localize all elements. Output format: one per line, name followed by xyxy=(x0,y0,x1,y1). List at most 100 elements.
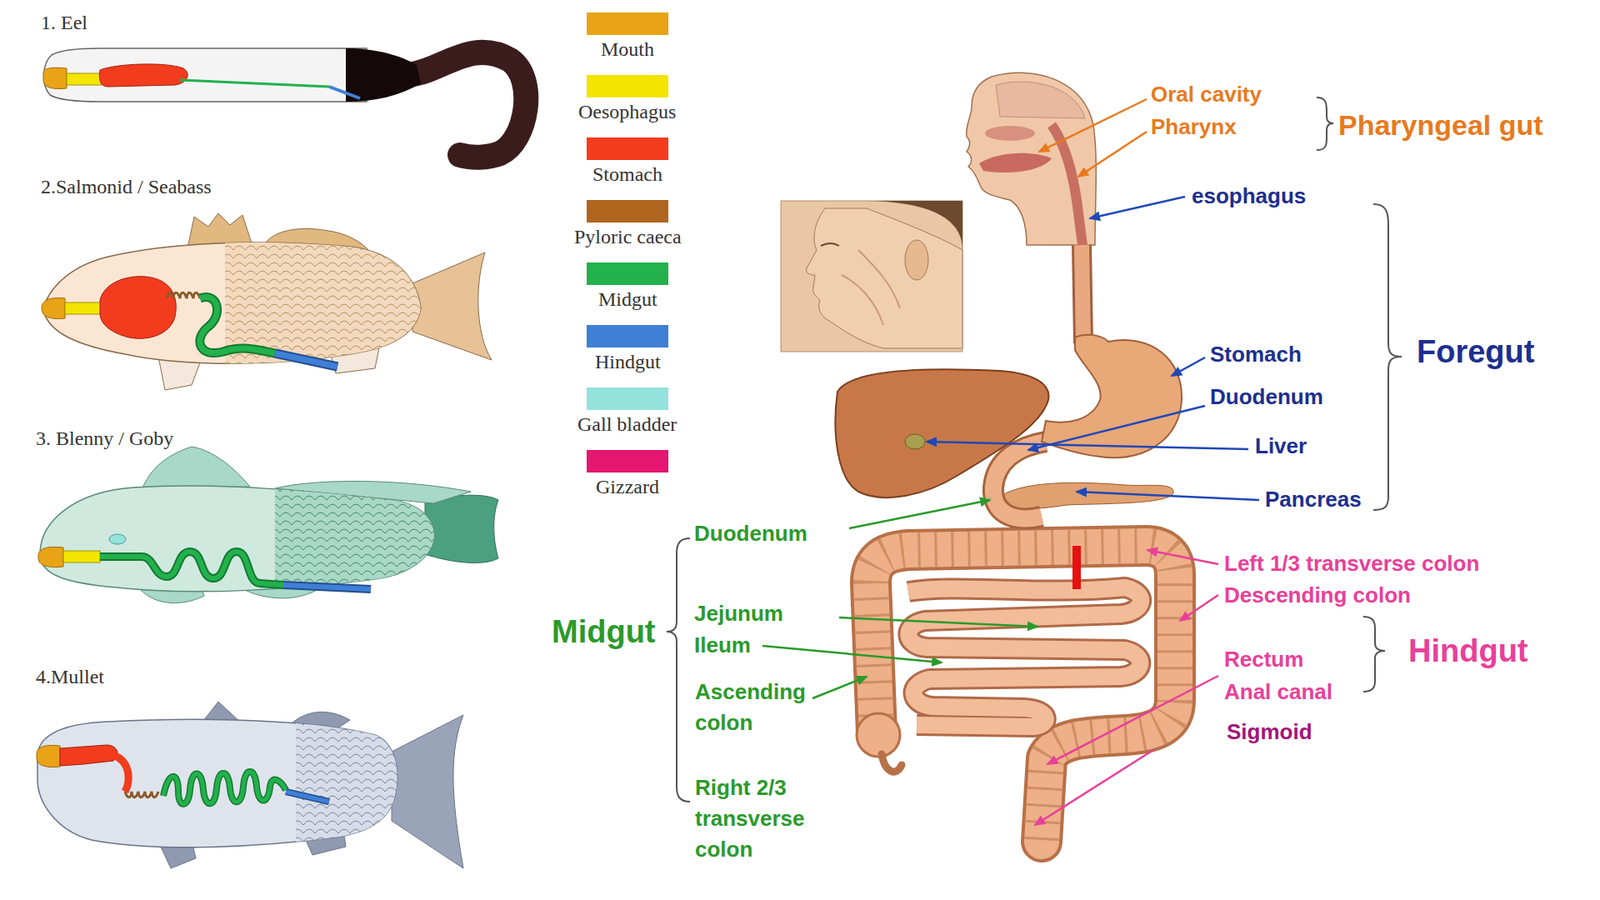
part-label: Liver xyxy=(1255,433,1307,460)
goby-figure xyxy=(109,534,126,545)
face-inset xyxy=(780,200,963,352)
legend-swatch xyxy=(586,137,669,160)
face-inset xyxy=(780,200,963,352)
face-inset xyxy=(905,240,929,280)
eel-figure xyxy=(329,86,360,99)
large-intestine xyxy=(856,545,1175,842)
head-section xyxy=(979,153,1052,173)
upper-organs xyxy=(993,441,1046,519)
part-label: Ascending colon xyxy=(695,676,820,739)
head-section xyxy=(985,125,1035,141)
legend-swatch xyxy=(586,75,669,98)
region-label: Hindgut xyxy=(1408,631,1529,670)
part-label: Jejunum xyxy=(694,600,784,627)
salmonid-figure xyxy=(275,353,338,367)
leader-lines xyxy=(1078,131,1147,177)
part-label: Pharynx xyxy=(1150,114,1237,140)
goby-figure xyxy=(38,546,64,567)
upper-organs xyxy=(835,245,1182,519)
leader-lines xyxy=(926,441,1249,450)
leader-lines xyxy=(1047,675,1219,765)
head-section xyxy=(966,72,1097,245)
figure-title: 4.Mullet xyxy=(35,665,105,690)
eel-figure xyxy=(99,64,188,87)
leader-lines xyxy=(1028,405,1205,450)
legend-swatch xyxy=(586,12,669,35)
leader-lines xyxy=(1039,99,1147,152)
small-intestine xyxy=(908,587,1141,727)
part-label: Left 1/3 transverse colon xyxy=(1224,550,1480,577)
legend-text: Stomach xyxy=(592,162,663,186)
salmonid-figure xyxy=(200,297,275,354)
legend-swatch xyxy=(586,200,669,223)
part-label: Rectum xyxy=(1224,646,1304,673)
goby-figure xyxy=(63,550,100,563)
figure-title: 3. Blenny / Goby xyxy=(35,426,174,451)
leader-lines xyxy=(812,676,867,699)
eel-figure xyxy=(44,48,367,102)
eel-figure xyxy=(66,73,102,85)
salmonid-figure xyxy=(200,297,275,354)
head-section xyxy=(995,81,1085,119)
figure-title: 1. Eel xyxy=(40,10,88,35)
salmonid-figure xyxy=(412,252,492,360)
bracket xyxy=(1316,97,1334,150)
upper-organs xyxy=(1081,245,1084,344)
mullet-figure xyxy=(285,791,330,802)
mullet-figure xyxy=(163,771,286,805)
salmonid-figure xyxy=(100,276,176,340)
leader-lines xyxy=(1180,595,1219,621)
legend-text: Gall bladder xyxy=(577,412,677,436)
mullet-figure xyxy=(391,715,464,869)
region-label: Pharyngeal gut xyxy=(1338,108,1544,143)
region-label: Midgut xyxy=(551,612,656,651)
part-label: Right 2/3 transverse colon xyxy=(695,772,833,865)
mullet-figure xyxy=(295,712,405,855)
leader-lines xyxy=(762,99,1260,825)
legend-swatch xyxy=(586,325,669,348)
part-label: Anal canal xyxy=(1224,679,1333,705)
leader-lines xyxy=(1090,196,1185,219)
eel-figure xyxy=(43,48,526,158)
part-label: Duodenum xyxy=(694,520,808,547)
legend-swatch xyxy=(586,387,669,410)
upper-organs xyxy=(835,369,1049,498)
salmonid-figure xyxy=(166,292,200,299)
goby-figure xyxy=(100,551,284,585)
figure-title: 2.Salmonid / Seabass xyxy=(40,175,212,200)
small-intestine xyxy=(908,587,1141,727)
part-label: Stomach xyxy=(1210,341,1302,368)
upper-organs xyxy=(1081,245,1084,344)
salmonid-figure xyxy=(41,298,65,320)
mullet-figure xyxy=(125,791,159,798)
legend-text: Gizzard xyxy=(595,475,660,499)
large-intestine xyxy=(881,754,902,772)
legend-text: Pyloric caeca xyxy=(574,225,682,249)
goby-figure xyxy=(275,475,442,600)
bracket xyxy=(1363,616,1385,692)
part-label: esophagus xyxy=(1191,183,1306,210)
small-intestine xyxy=(908,587,1141,727)
bracket xyxy=(1373,204,1402,510)
leader-lines xyxy=(839,617,1038,627)
legend-swatch xyxy=(586,262,669,285)
face-inset xyxy=(820,243,840,246)
eel-figure xyxy=(43,67,67,89)
bracket xyxy=(666,97,1402,802)
large-intestine xyxy=(870,545,1175,842)
upper-organs xyxy=(905,434,925,450)
leader-lines xyxy=(762,645,942,663)
division-mark xyxy=(1072,545,1081,590)
leader-lines xyxy=(849,500,990,529)
upper-organs xyxy=(995,482,1174,510)
mullet-figure xyxy=(36,745,60,767)
face-inset xyxy=(806,208,963,349)
part-label: Duodenum xyxy=(1210,384,1324,410)
goby-figure xyxy=(141,446,250,490)
large-intestine xyxy=(870,545,1175,842)
legend-text: Mouth xyxy=(600,37,655,61)
part-label: Descending colon xyxy=(1224,582,1411,609)
mullet-figure xyxy=(285,791,330,802)
eel-figure xyxy=(345,48,421,102)
